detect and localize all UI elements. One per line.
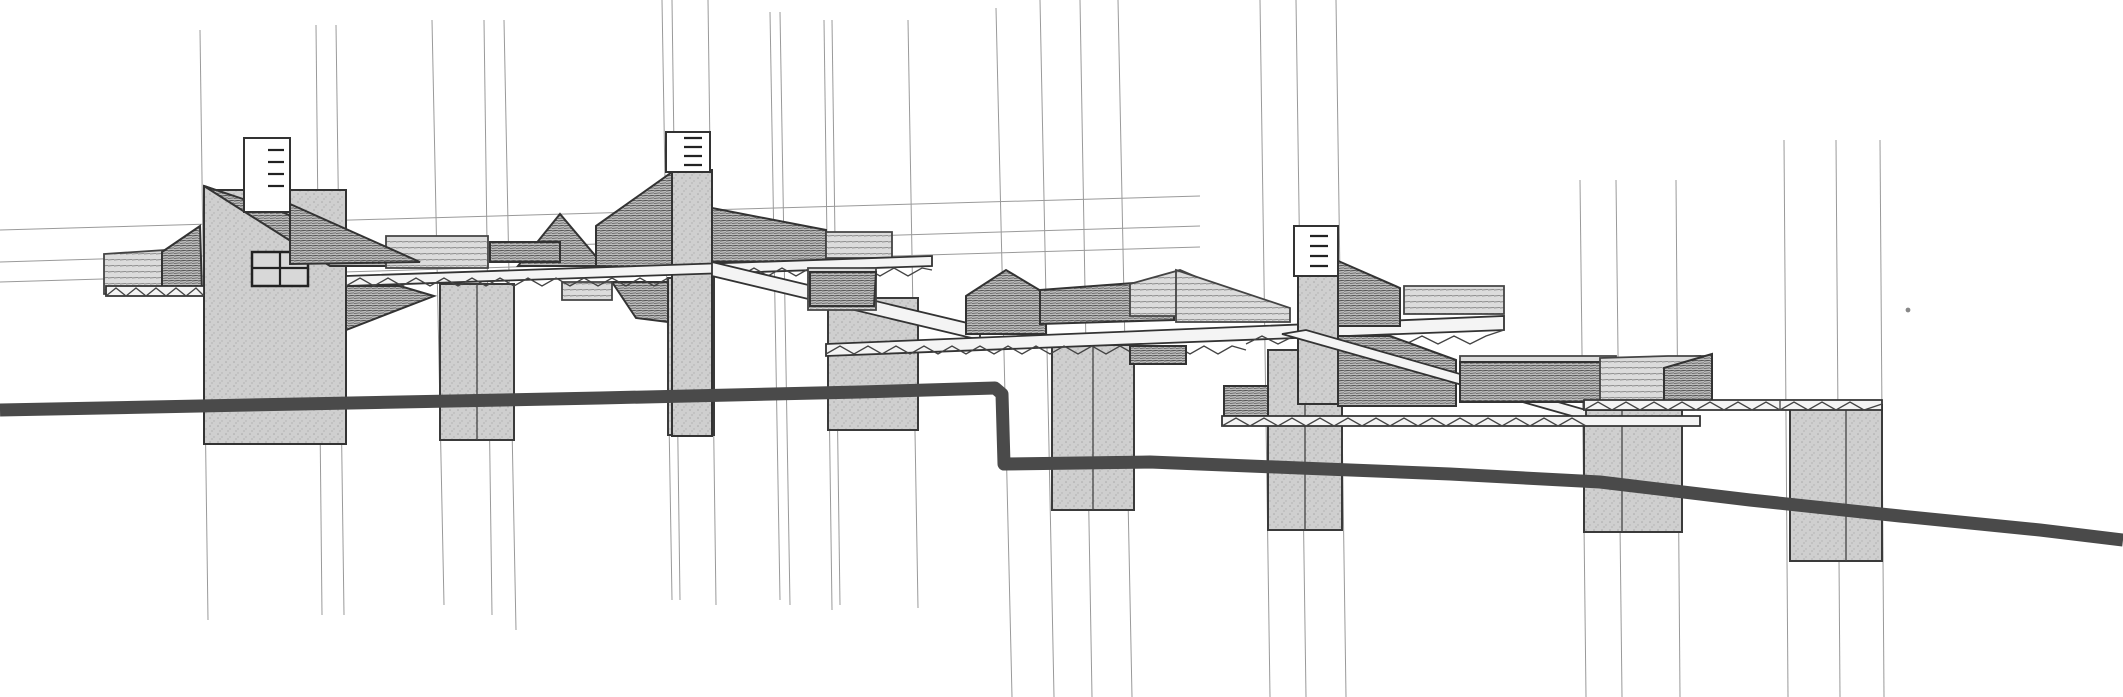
tower-right — [1293, 225, 1339, 405]
ground-line — [0, 381, 2123, 547]
pier — [1583, 409, 1683, 533]
pier — [1789, 404, 1883, 562]
chimney — [1293, 225, 1339, 277]
left-roof-cluster — [289, 170, 893, 332]
center-structure — [825, 258, 1505, 365]
lower-right-structure — [1221, 329, 1883, 427]
deck-left — [105, 255, 933, 297]
stray-mark — [1905, 307, 1911, 313]
ramp-left — [711, 260, 981, 342]
